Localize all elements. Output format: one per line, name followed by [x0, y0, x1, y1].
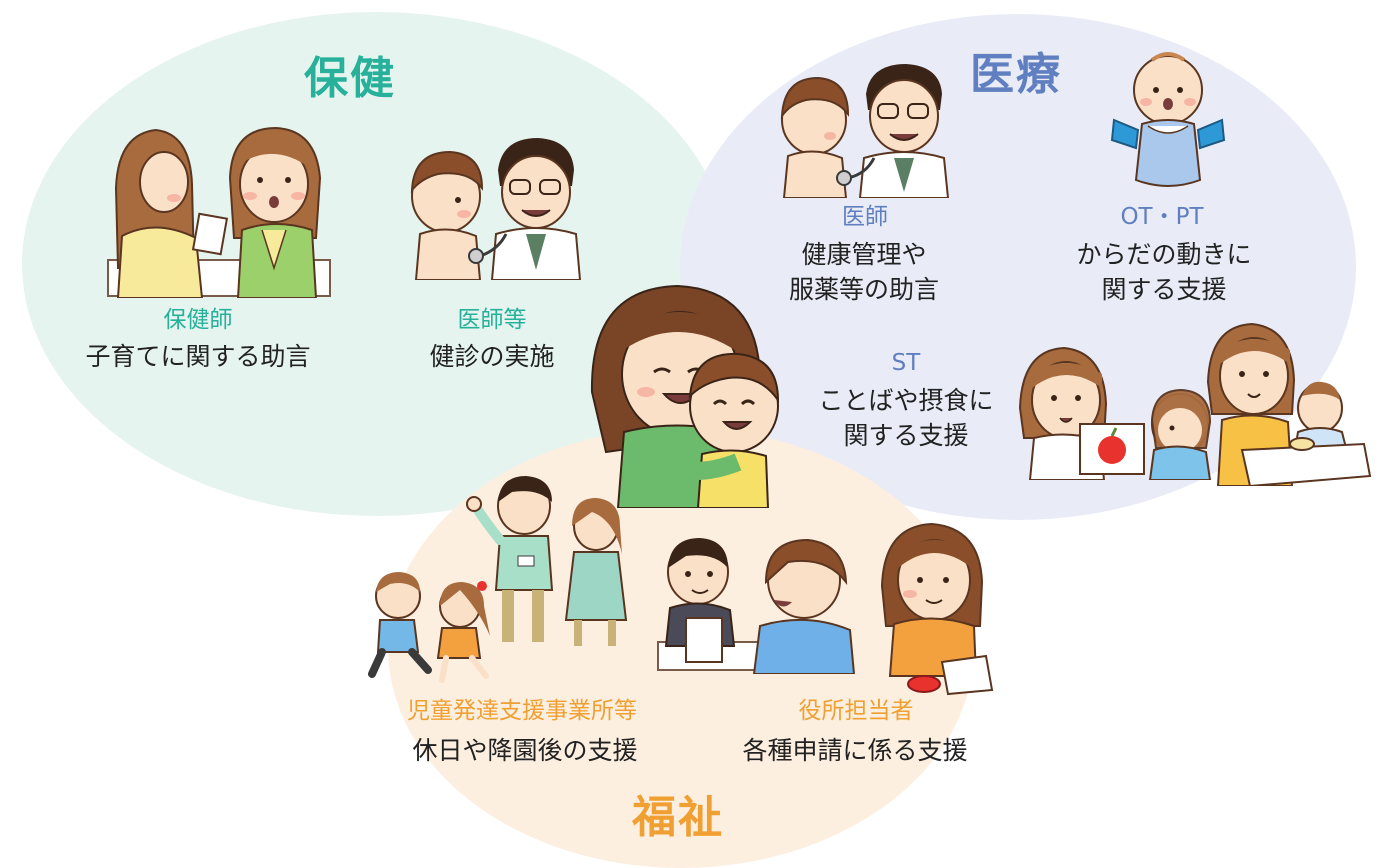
desc-doctor-hoken: 健診の実施	[406, 340, 578, 375]
desc-line: 健診の実施	[429, 342, 555, 371]
feeding-support-illustration	[1198, 316, 1374, 486]
venn-diagram: 保健 医療 福祉 保健師 子育てに関する助言 医師等 健診の実施 医師 健康管理…	[22, 12, 1374, 868]
desc-line: 各種申請に係る支援	[742, 736, 968, 765]
desc-line: ことばや摂食に	[818, 386, 994, 415]
desc-line: 子育てに関する助言	[85, 342, 311, 371]
mother-child-hug-illustration	[588, 282, 788, 508]
role-public-health-nurse: 保健師	[163, 307, 233, 333]
speech-therapy-illustration	[1016, 338, 1216, 480]
desc-st: ことばや摂食に 関する支援	[806, 384, 1006, 453]
city-officer-consultation-illustration	[656, 526, 856, 674]
desc-doctor-iryo: 健康管理や 服薬等の助言	[778, 238, 950, 307]
hoken-heading: 保健	[304, 53, 396, 104]
desc-line: からだの動きに	[1076, 240, 1252, 269]
role-ot-pt: OT・PT	[1120, 204, 1204, 230]
role-doctor-hoken: 医師等	[457, 307, 527, 333]
desc-child-development-support: 休日や降園後の支援	[380, 734, 670, 769]
role-child-development-support: 児童発達支援事業所等	[407, 698, 637, 724]
nurse-consultation-illustration	[98, 118, 338, 298]
medical-doctor-illustration	[768, 58, 958, 198]
stamp-officer-illustration	[876, 516, 996, 696]
desc-public-health-nurse: 子育てに関する助言	[84, 340, 312, 375]
baby-therapy-illustration	[1108, 44, 1228, 194]
role-st: ST	[891, 350, 921, 376]
desc-line: 服薬等の助言	[788, 274, 939, 304]
desc-line: 休日や降園後の支援	[412, 736, 638, 765]
role-city-officer: 役所担当者	[798, 698, 914, 724]
fukushi-heading: 福祉	[632, 792, 724, 843]
doctor-checkup-illustration	[398, 130, 588, 280]
desc-line: 関する支援	[843, 420, 969, 450]
desc-ot-pt: からだの動きに 関する支援	[1066, 238, 1262, 307]
children-running-illustration	[362, 566, 502, 686]
support-staff-illustration	[466, 470, 636, 650]
desc-line: 関する支援	[1101, 274, 1227, 304]
desc-city-officer: 各種申請に係る支援	[720, 734, 990, 769]
desc-line: 健康管理や	[801, 240, 927, 269]
role-doctor-iryo: 医師	[842, 204, 888, 230]
iryo-heading: 医療	[970, 49, 1062, 100]
